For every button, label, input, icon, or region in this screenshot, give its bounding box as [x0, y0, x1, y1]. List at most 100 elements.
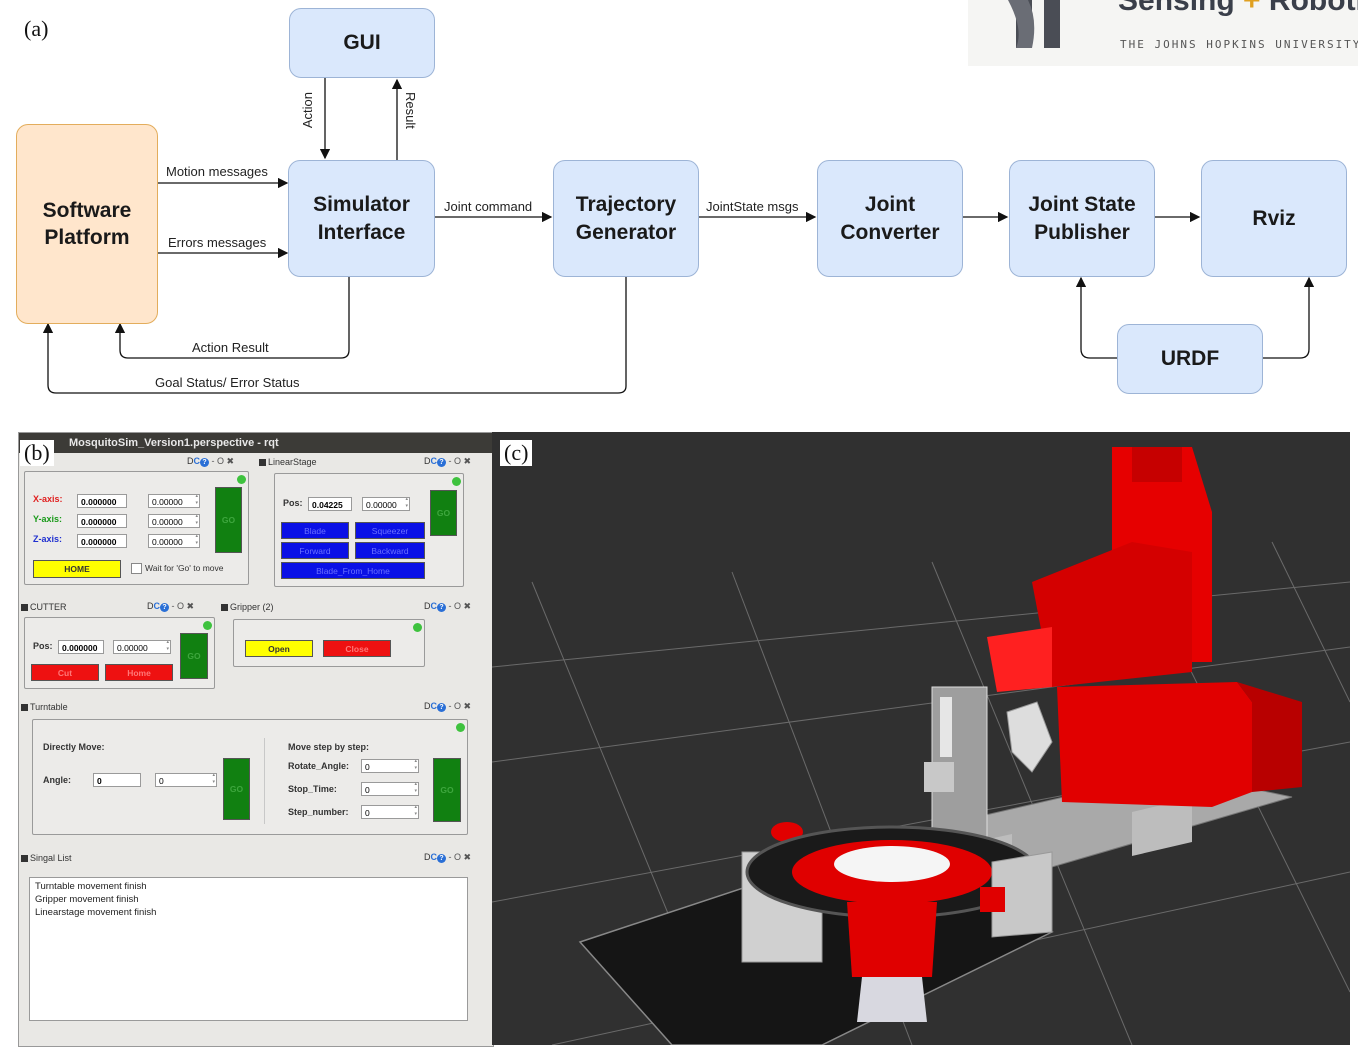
linearstage-dock-controls[interactable]: DC? - O ✖: [424, 456, 472, 467]
z-axis-label: Z-axis:: [33, 534, 63, 544]
step-number-spinbox[interactable]: 0: [361, 805, 419, 819]
edge-label-motion: Motion messages: [166, 164, 268, 179]
y-step-spinbox[interactable]: 0.00000: [148, 514, 200, 528]
z-axis-input[interactable]: 0.000000: [77, 534, 127, 548]
gripper-dock-controls[interactable]: DC? - O ✖: [424, 601, 472, 612]
step-number-label: Step_number:: [288, 807, 349, 817]
turntable-divider: [264, 738, 265, 824]
node-joint-state-publisher: Joint State Publisher: [1009, 160, 1155, 277]
stop-time-spinbox[interactable]: 0: [361, 782, 419, 796]
cutter-status-led: [203, 621, 212, 630]
jhu-logo: Sensing + Robotics THE JOHNS HOPKINS UNI…: [968, 0, 1358, 66]
list-item[interactable]: Linearstage movement finish: [35, 907, 157, 918]
blade-from-home-button[interactable]: Blade_From_Home: [281, 562, 425, 579]
z-step-spinbox[interactable]: 0.00000: [148, 534, 200, 548]
node-joint-converter: Joint Converter: [817, 160, 963, 277]
panel-label-b: (b): [20, 440, 54, 466]
logo-mark-icon: [1008, 0, 1060, 48]
xyz-go-button[interactable]: GO: [215, 487, 242, 553]
logo-title: Sensing + Robotics: [1118, 0, 1358, 17]
robot-upper-arm: [1032, 542, 1192, 687]
node-trajectory-generator: Trajectory Generator: [553, 160, 699, 277]
rqt-title: MosquitoSim_Version1.perspective - rqt: [19, 433, 493, 453]
home-button[interactable]: HOME: [33, 560, 121, 578]
node-rviz: Rviz: [1201, 160, 1347, 277]
gripper-group: Open Close: [233, 619, 425, 667]
node-urdf: URDF: [1117, 324, 1263, 394]
list-item[interactable]: Gripper movement finish: [35, 894, 139, 905]
turntable-dock-controls[interactable]: DC? - O ✖: [424, 701, 472, 712]
turntable-dock-title: Turntable: [21, 702, 68, 712]
linearstage-step-spinbox[interactable]: 0.00000: [362, 497, 410, 511]
cut-button[interactable]: Cut: [31, 664, 99, 681]
node-gui: GUI: [289, 8, 435, 78]
edge-label-goal-status: Goal Status/ Error Status: [155, 375, 300, 390]
rotate-angle-label: Rotate_Angle:: [288, 761, 350, 771]
backward-button[interactable]: Backward: [355, 542, 425, 559]
cutter-home-button[interactable]: Home: [105, 664, 173, 681]
angle-input[interactable]: 0: [93, 773, 141, 787]
logo-subtitle: THE JOHNS HOPKINS UNIVERSITY: [1120, 38, 1358, 51]
edge-urdf-publisher: [1075, 276, 1117, 359]
rqt-window: MosquitoSim_Version1.perspective - rqt D…: [18, 432, 494, 1047]
turntable-step-go-button[interactable]: GO: [433, 758, 461, 822]
forward-button[interactable]: Forward: [281, 542, 349, 559]
signal-list-dock-controls[interactable]: DC? - O ✖: [424, 852, 472, 863]
robot-scene: [492, 447, 1350, 1045]
wait-for-go-label: Wait for 'Go' to move: [145, 563, 224, 573]
x-axis-input[interactable]: 0.000000: [77, 494, 127, 508]
cutter-dock-title: CUTTER: [21, 602, 67, 612]
turntable-go-button[interactable]: GO: [223, 758, 250, 820]
angle-label: Angle:: [43, 775, 71, 785]
y-axis-input[interactable]: 0.000000: [77, 514, 127, 528]
xyz-group: X-axis: Y-axis: Z-axis: 0.000000 0.00000…: [24, 471, 249, 585]
cutter-dock-controls[interactable]: DC? - O ✖: [147, 601, 195, 612]
move-step-label: Move step by step:: [288, 742, 370, 752]
linearstage-go-button[interactable]: GO: [430, 490, 457, 536]
edge-label-joint-command: Joint command: [444, 199, 533, 214]
list-item[interactable]: Turntable movement finish: [35, 881, 147, 892]
linearstage-pos-input[interactable]: 0.04225: [308, 497, 352, 511]
rotate-angle-spinbox[interactable]: 0: [361, 759, 419, 773]
blade-button[interactable]: Blade: [281, 522, 349, 539]
linearstage-group: Pos: 0.04225 0.00000 GO Blade Squeezer F…: [274, 473, 464, 587]
cutter-pos-label: Pos:: [33, 641, 53, 651]
rviz-viewport[interactable]: [492, 432, 1350, 1045]
node-software-platform: Software Platform: [16, 124, 158, 324]
linearstage-dock-title: LinearStage: [259, 457, 317, 467]
wait-for-go-checkbox[interactable]: [131, 563, 142, 574]
cutter-step-spinbox[interactable]: 0.00000: [113, 640, 171, 654]
diagram-connectors: [42, 78, 1315, 394]
edge-label-action: Action: [300, 92, 315, 129]
edge-label-result: Result: [403, 92, 418, 129]
xyz-dock-controls[interactable]: DC? - O ✖: [187, 456, 235, 467]
squeezer-button[interactable]: Squeezer: [355, 522, 425, 539]
angle-step-spinbox[interactable]: 0: [155, 773, 217, 787]
node-simulator-interface: Simulator Interface: [288, 160, 435, 277]
gripper-close-button[interactable]: Close: [323, 640, 391, 657]
signal-list[interactable]: Turntable movement finish Gripper moveme…: [29, 877, 468, 1021]
signal-list-dock-title: Singal List: [21, 853, 72, 863]
edge-action-result: [114, 276, 350, 359]
gripper-status-led: [413, 623, 422, 632]
linearstage-pos-label: Pos:: [283, 498, 303, 508]
turntable-group: Directly Move: Angle: 0 0 GO Move step b…: [32, 719, 468, 835]
robot-body: [1057, 682, 1252, 807]
linearstage-status-led: [452, 477, 461, 486]
edge-label-errors: Errors messages: [168, 235, 267, 250]
cutter-pos-input[interactable]: 0.000000: [58, 640, 104, 654]
cutter-go-button[interactable]: GO: [180, 633, 208, 679]
edge-label-action-result: Action Result: [192, 340, 269, 355]
edge-label-jointstate: JointState msgs: [706, 199, 799, 214]
cutter-group: Pos: 0.000000 0.00000 GO Cut Home: [24, 617, 215, 689]
stop-time-label: Stop_Time:: [288, 784, 337, 794]
panel-label-a: (a): [20, 16, 53, 42]
x-step-spinbox[interactable]: 0.00000: [148, 494, 200, 508]
directly-move-label: Directly Move:: [43, 742, 105, 752]
gripper-dock-title: Gripper (2): [221, 602, 274, 612]
y-axis-label: Y-axis:: [33, 514, 63, 524]
panel-label-c: (c): [500, 440, 533, 466]
x-axis-label: X-axis:: [33, 494, 63, 504]
turntable-status-led: [456, 723, 465, 732]
gripper-open-button[interactable]: Open: [245, 640, 313, 657]
